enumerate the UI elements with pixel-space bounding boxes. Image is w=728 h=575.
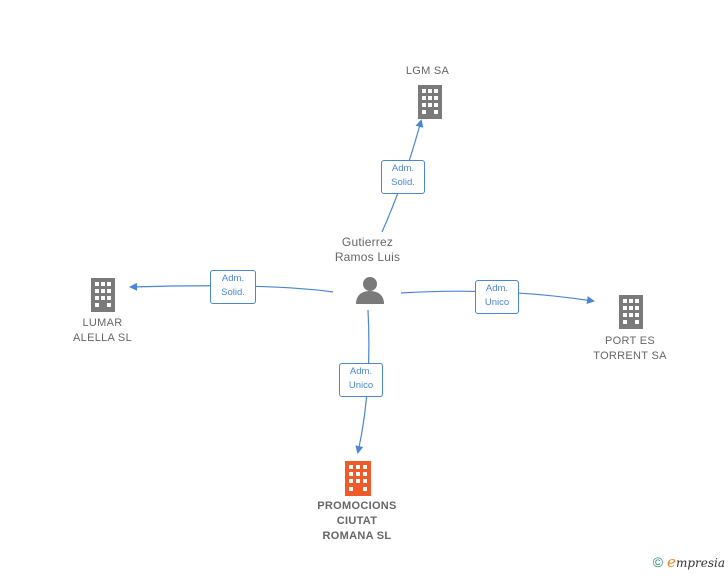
company-label-port[interactable]: PORT ES TORRENT SA — [593, 335, 667, 362]
person-label[interactable]: Gutierrez Ramos Luis — [334, 235, 401, 264]
relation-badge-left: Adm. Solid. — [210, 270, 256, 304]
brand-footer: © empresia — [653, 553, 725, 571]
building-icon[interactable] — [89, 278, 117, 312]
company-node-promocions[interactable]: PROMOCIONS CIUTAT ROMANA SL — [298, 499, 416, 544]
relation-badge-right: Adm. Unico — [475, 280, 519, 314]
building-icon[interactable] — [343, 461, 373, 496]
company-label-promocions[interactable]: PROMOCIONS CIUTAT ROMANA SL — [317, 500, 397, 542]
relation-badge-bottom: Adm. Unico — [339, 363, 383, 397]
company-label-lgm[interactable]: LGM SA — [405, 65, 450, 77]
relation-badge-top: Adm. Solid. — [381, 160, 425, 194]
brand-logo: empresia — [667, 553, 725, 571]
copyright-symbol: © — [652, 554, 664, 570]
company-label-lumar[interactable]: LUMAR ALELLA SL — [73, 317, 132, 344]
company-node-port[interactable]: PORT ES TORRENT SA — [578, 334, 682, 364]
company-node-lgm[interactable]: LGM SA — [385, 64, 470, 79]
building-icon[interactable] — [617, 295, 645, 329]
company-node-lumar[interactable]: LUMAR ALELLA SL — [55, 316, 150, 346]
building-icon[interactable] — [416, 85, 444, 119]
person-icon[interactable] — [355, 276, 385, 304]
person-node[interactable]: Gutierrez Ramos Luis — [320, 235, 415, 265]
